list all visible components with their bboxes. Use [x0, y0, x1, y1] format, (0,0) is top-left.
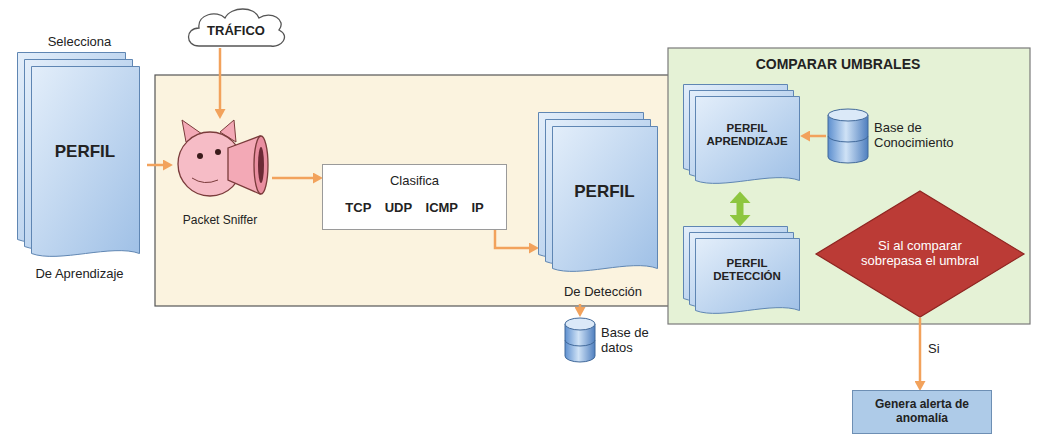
diamond-outline — [816, 191, 1024, 317]
document-sheet — [696, 97, 800, 184]
cylinder-band — [565, 340, 595, 346]
node-label: Si al comparar sobrepasa el umbral — [855, 214, 985, 294]
decision-diamond: Si al comparar sobrepasa el umbral — [815, 190, 1025, 318]
box-outline — [323, 165, 507, 230]
connector-arrow — [737, 203, 744, 215]
connector-arrow — [272, 177, 313, 180]
edge-label: Si — [926, 341, 942, 357]
pig-icon — [178, 120, 268, 196]
cylinder-band — [828, 136, 868, 142]
node-label: TCP UDP ICMP IP — [322, 194, 507, 222]
box-outline — [853, 391, 992, 434]
document-stack: PERFIL APRENDIZAJE — [683, 84, 801, 192]
node-label: De Detección — [538, 282, 668, 302]
database-icon: Base de datos — [563, 316, 688, 368]
sniffer-region — [155, 75, 705, 306]
connector-arrow — [810, 135, 826, 138]
sniffer-icon: Packet Sniffer — [172, 118, 268, 234]
traffic-cloud: TRÁFICO — [183, 4, 288, 52]
compare-panel: COMPARAR UMBRALES PERFIL APRENDIZAJE Base … — [668, 48, 1030, 324]
document-stack: PERFIL DETECCIÓN — [683, 226, 801, 318]
compare-panel — [668, 48, 1030, 324]
node-label: TRÁFICO — [199, 18, 273, 44]
cylinder-top — [828, 109, 868, 121]
connector-arrow — [219, 48, 222, 109]
connector-arrow — [919, 318, 922, 381]
node-label: Clasifica — [322, 170, 507, 192]
classify-box: ClasificaTCP UDP ICMP IP — [322, 164, 507, 230]
node-label: Selecciona — [12, 32, 147, 52]
node-label: PERFIL — [31, 72, 139, 232]
node-label: PERFIL — [552, 132, 657, 252]
cylinder-body — [828, 115, 868, 163]
node-label: Base de Conocimiento — [874, 109, 992, 163]
node-label: Base de datos — [601, 318, 663, 364]
document-stack: SeleccionaPERFIL De Aprendizaje — [12, 32, 147, 284]
connector-arrow — [147, 164, 163, 167]
node-label: COMPARAR UMBRALES — [688, 52, 988, 76]
connector-arrow — [579, 304, 582, 307]
node-label: Packet Sniffer — [166, 210, 274, 232]
knowledge-base-icon: Base de Conocimiento — [826, 105, 996, 167]
node-label: De Aprendizaje — [12, 264, 147, 284]
node-label: PERFIL DETECCIÓN — [697, 240, 797, 300]
node-label: PERFIL APRENDIZAJE — [697, 100, 797, 170]
cylinder-top — [565, 318, 595, 330]
cloud-outline — [189, 9, 285, 46]
node-label: Genera alerta de anomalía — [856, 392, 988, 432]
shape-outline — [538, 112, 668, 304]
document-stack: PERFIL De Detección — [538, 112, 668, 304]
connector-arrow — [495, 230, 529, 248]
alert-box: Genera alerta de anomalía — [852, 390, 992, 434]
document-sheet — [32, 67, 140, 257]
document-sheet — [553, 127, 658, 272]
document-sheet — [696, 239, 800, 314]
